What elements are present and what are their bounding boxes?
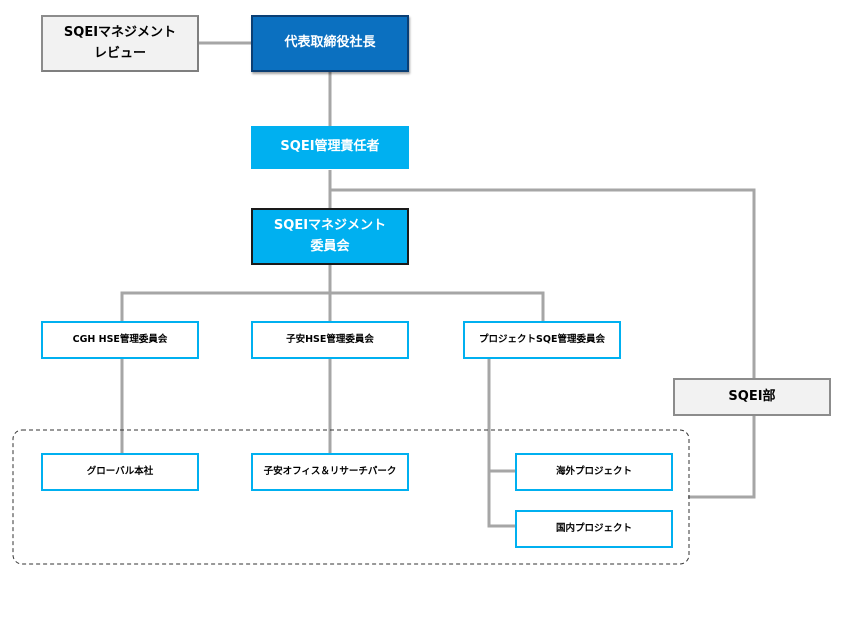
- site-group-frame: [12, 429, 690, 565]
- project-sqe-committee-box: プロジェクトSQE管理委員会: [463, 321, 621, 359]
- cgh-hse-committee-box: CGH HSE管理委員会: [41, 321, 199, 359]
- connector-subcommittee-bus: [120, 291, 545, 321]
- connector-dept-to-overseas: [688, 415, 756, 499]
- sqei-dept-box: SQEI部: [673, 378, 831, 416]
- overseas-project-box: 海外プロジェクト: [515, 453, 673, 491]
- ceo-box: 代表取締役社長: [251, 15, 409, 72]
- connector-to-dept: [330, 188, 756, 378]
- global-hq-box: グローバル本社: [41, 453, 199, 491]
- connector-project-branch: [487, 358, 516, 528]
- domestic-project-box: 国内プロジェクト: [515, 510, 673, 548]
- management-review-box: SQEIマネジメント レビュー: [41, 15, 199, 72]
- koyasu-hse-committee-box: 子安HSE管理委員会: [251, 321, 409, 359]
- koyasu-office-box: 子安オフィス＆リサーチパーク: [251, 453, 409, 491]
- sqei-committee-box: SQEIマネジメント 委員会: [251, 208, 409, 265]
- sqei-manager-box: SQEI管理責任者: [251, 126, 409, 169]
